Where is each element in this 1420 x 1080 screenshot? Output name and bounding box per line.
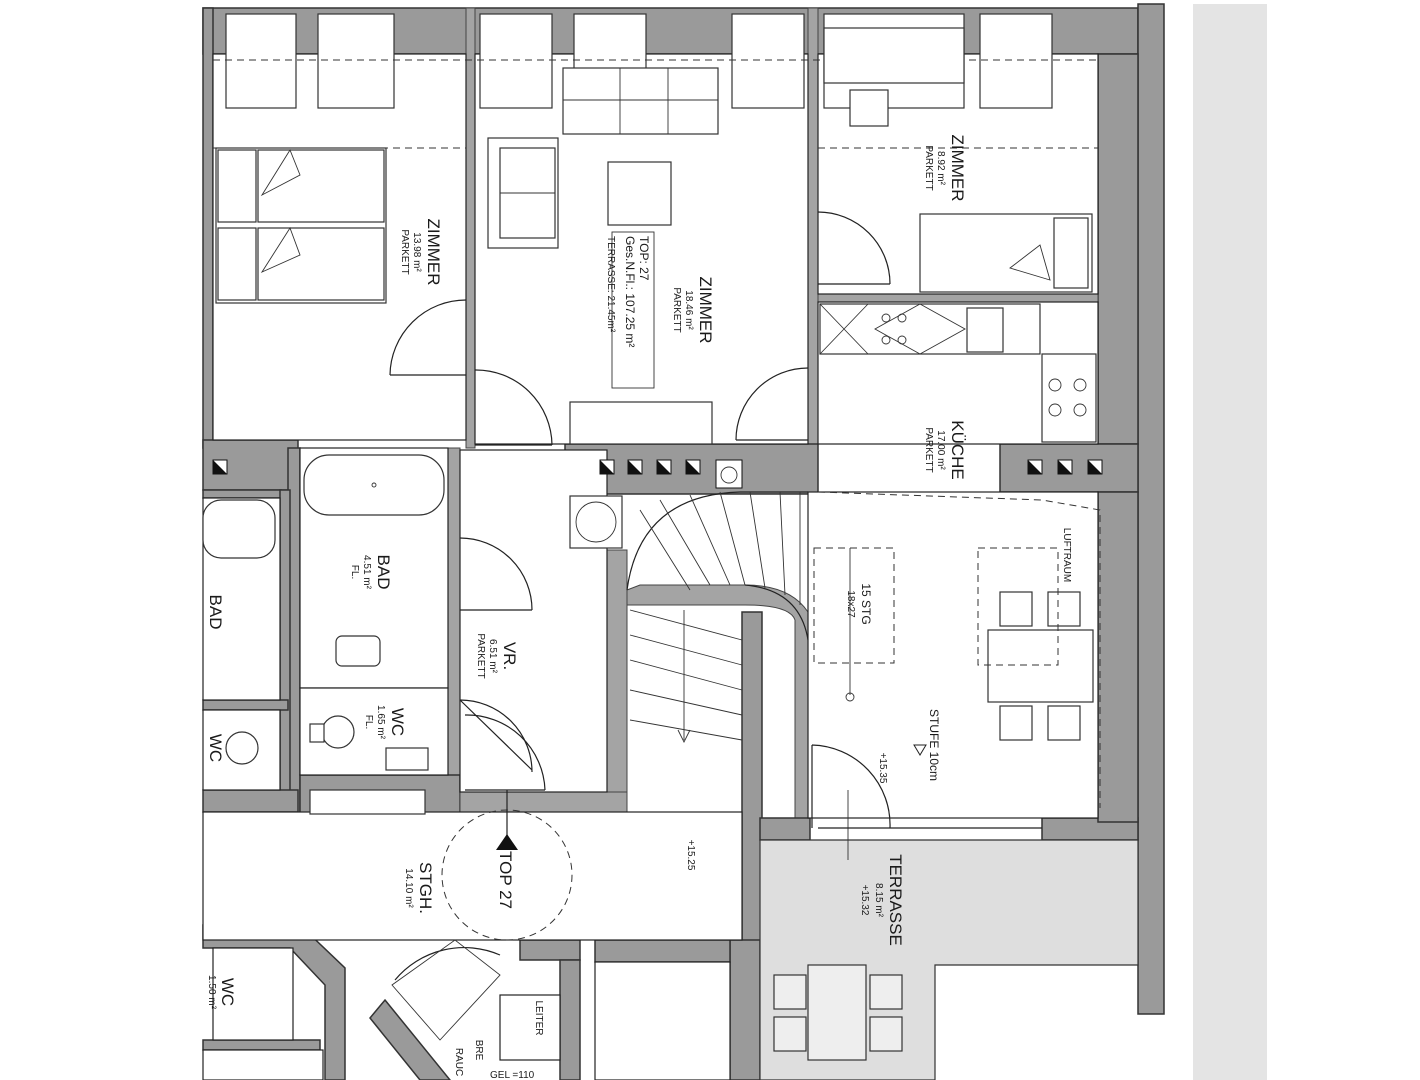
room-name-kueche: KÜCHE [948, 420, 967, 480]
stairs-dimension: 18x27 [845, 590, 856, 618]
room-name-vr: VR. [500, 642, 519, 670]
side-panel [1193, 4, 1267, 1080]
level-15-25: +15.25 [685, 840, 696, 871]
unit-terrace: TERRASSE: 21.45m² [605, 236, 616, 333]
room-area-terrasse: 8.15 m² [873, 883, 884, 918]
room-floor-zimmer-2: PARKETT [671, 287, 682, 332]
bre-label: BRE [473, 1040, 484, 1061]
room-area-wc: 1.65 m² [375, 705, 386, 740]
room-name-bad: BAD [374, 555, 393, 590]
level-15-35: +15.35 [877, 753, 888, 784]
step-height: STUFE 10cm [927, 709, 941, 781]
room-area-stgh: 14.10 m² [403, 868, 414, 908]
neighbor-wc-label: WC [206, 734, 225, 762]
doors [389, 211, 1042, 1041]
room-name-zimmer-3: ZIMMER [948, 134, 967, 201]
room-area-bad: 4.51 m² [361, 555, 372, 590]
labels: ZIMMER 13.98 m² PARKETT ZIMMER 18.46 m² … [206, 134, 1072, 1080]
luftraum-label: LUFTRAUM [1061, 528, 1072, 582]
room-area-zimmer-1: 13.98 m² [411, 232, 422, 272]
stairs-count: 15 STG [859, 583, 873, 624]
leiter-label: LEITER [533, 1000, 544, 1035]
room-area-kueche: 17.00 m² [935, 430, 946, 470]
room-area-vr: 6.51 m² [487, 639, 498, 674]
entrance-label: TOP 27 [496, 851, 515, 909]
neighbor-wc2-label: WC [218, 978, 237, 1006]
room-name-zimmer-1: ZIMMER [424, 218, 443, 285]
neighbor-wc2-area: 1.50 m² [206, 975, 217, 1010]
gel-label: GEL =110 [490, 1070, 535, 1080]
neighbor-bad-label: BAD [206, 595, 225, 630]
room-floor-wc: FL. [363, 715, 374, 729]
room-name-stgh: STGH. [416, 862, 435, 914]
room-floor-bad: FL. [349, 565, 360, 579]
unit-top: TOP: 27 [637, 236, 651, 281]
room-floor-zimmer-1: PARKETT [399, 229, 410, 274]
furniture [202, 27, 1101, 1061]
staircase [626, 491, 895, 744]
unit-tag-box [611, 231, 655, 389]
vents [212, 459, 1103, 489]
room-area-zimmer-3: 8.92 m² [935, 151, 946, 186]
room-name-terrasse: TERRASSE [886, 854, 905, 946]
unit-net-area: Ges.N.Fl.: 107.25 m² [623, 236, 637, 347]
room-floor-zimmer-3: PARKETT [923, 145, 934, 190]
room-level-terrasse: +15.32 [859, 885, 870, 916]
rauch-label: RAUC [453, 1048, 464, 1076]
room-name-wc: WC [388, 708, 407, 736]
entrance-marker [441, 790, 573, 941]
room-floor-vr: PARKETT [475, 633, 486, 678]
room-floor-kueche: PARKETT [923, 427, 934, 472]
room-name-zimmer-2: ZIMMER [696, 276, 715, 343]
room-area-zimmer-2: 18.46 m² [683, 290, 694, 330]
